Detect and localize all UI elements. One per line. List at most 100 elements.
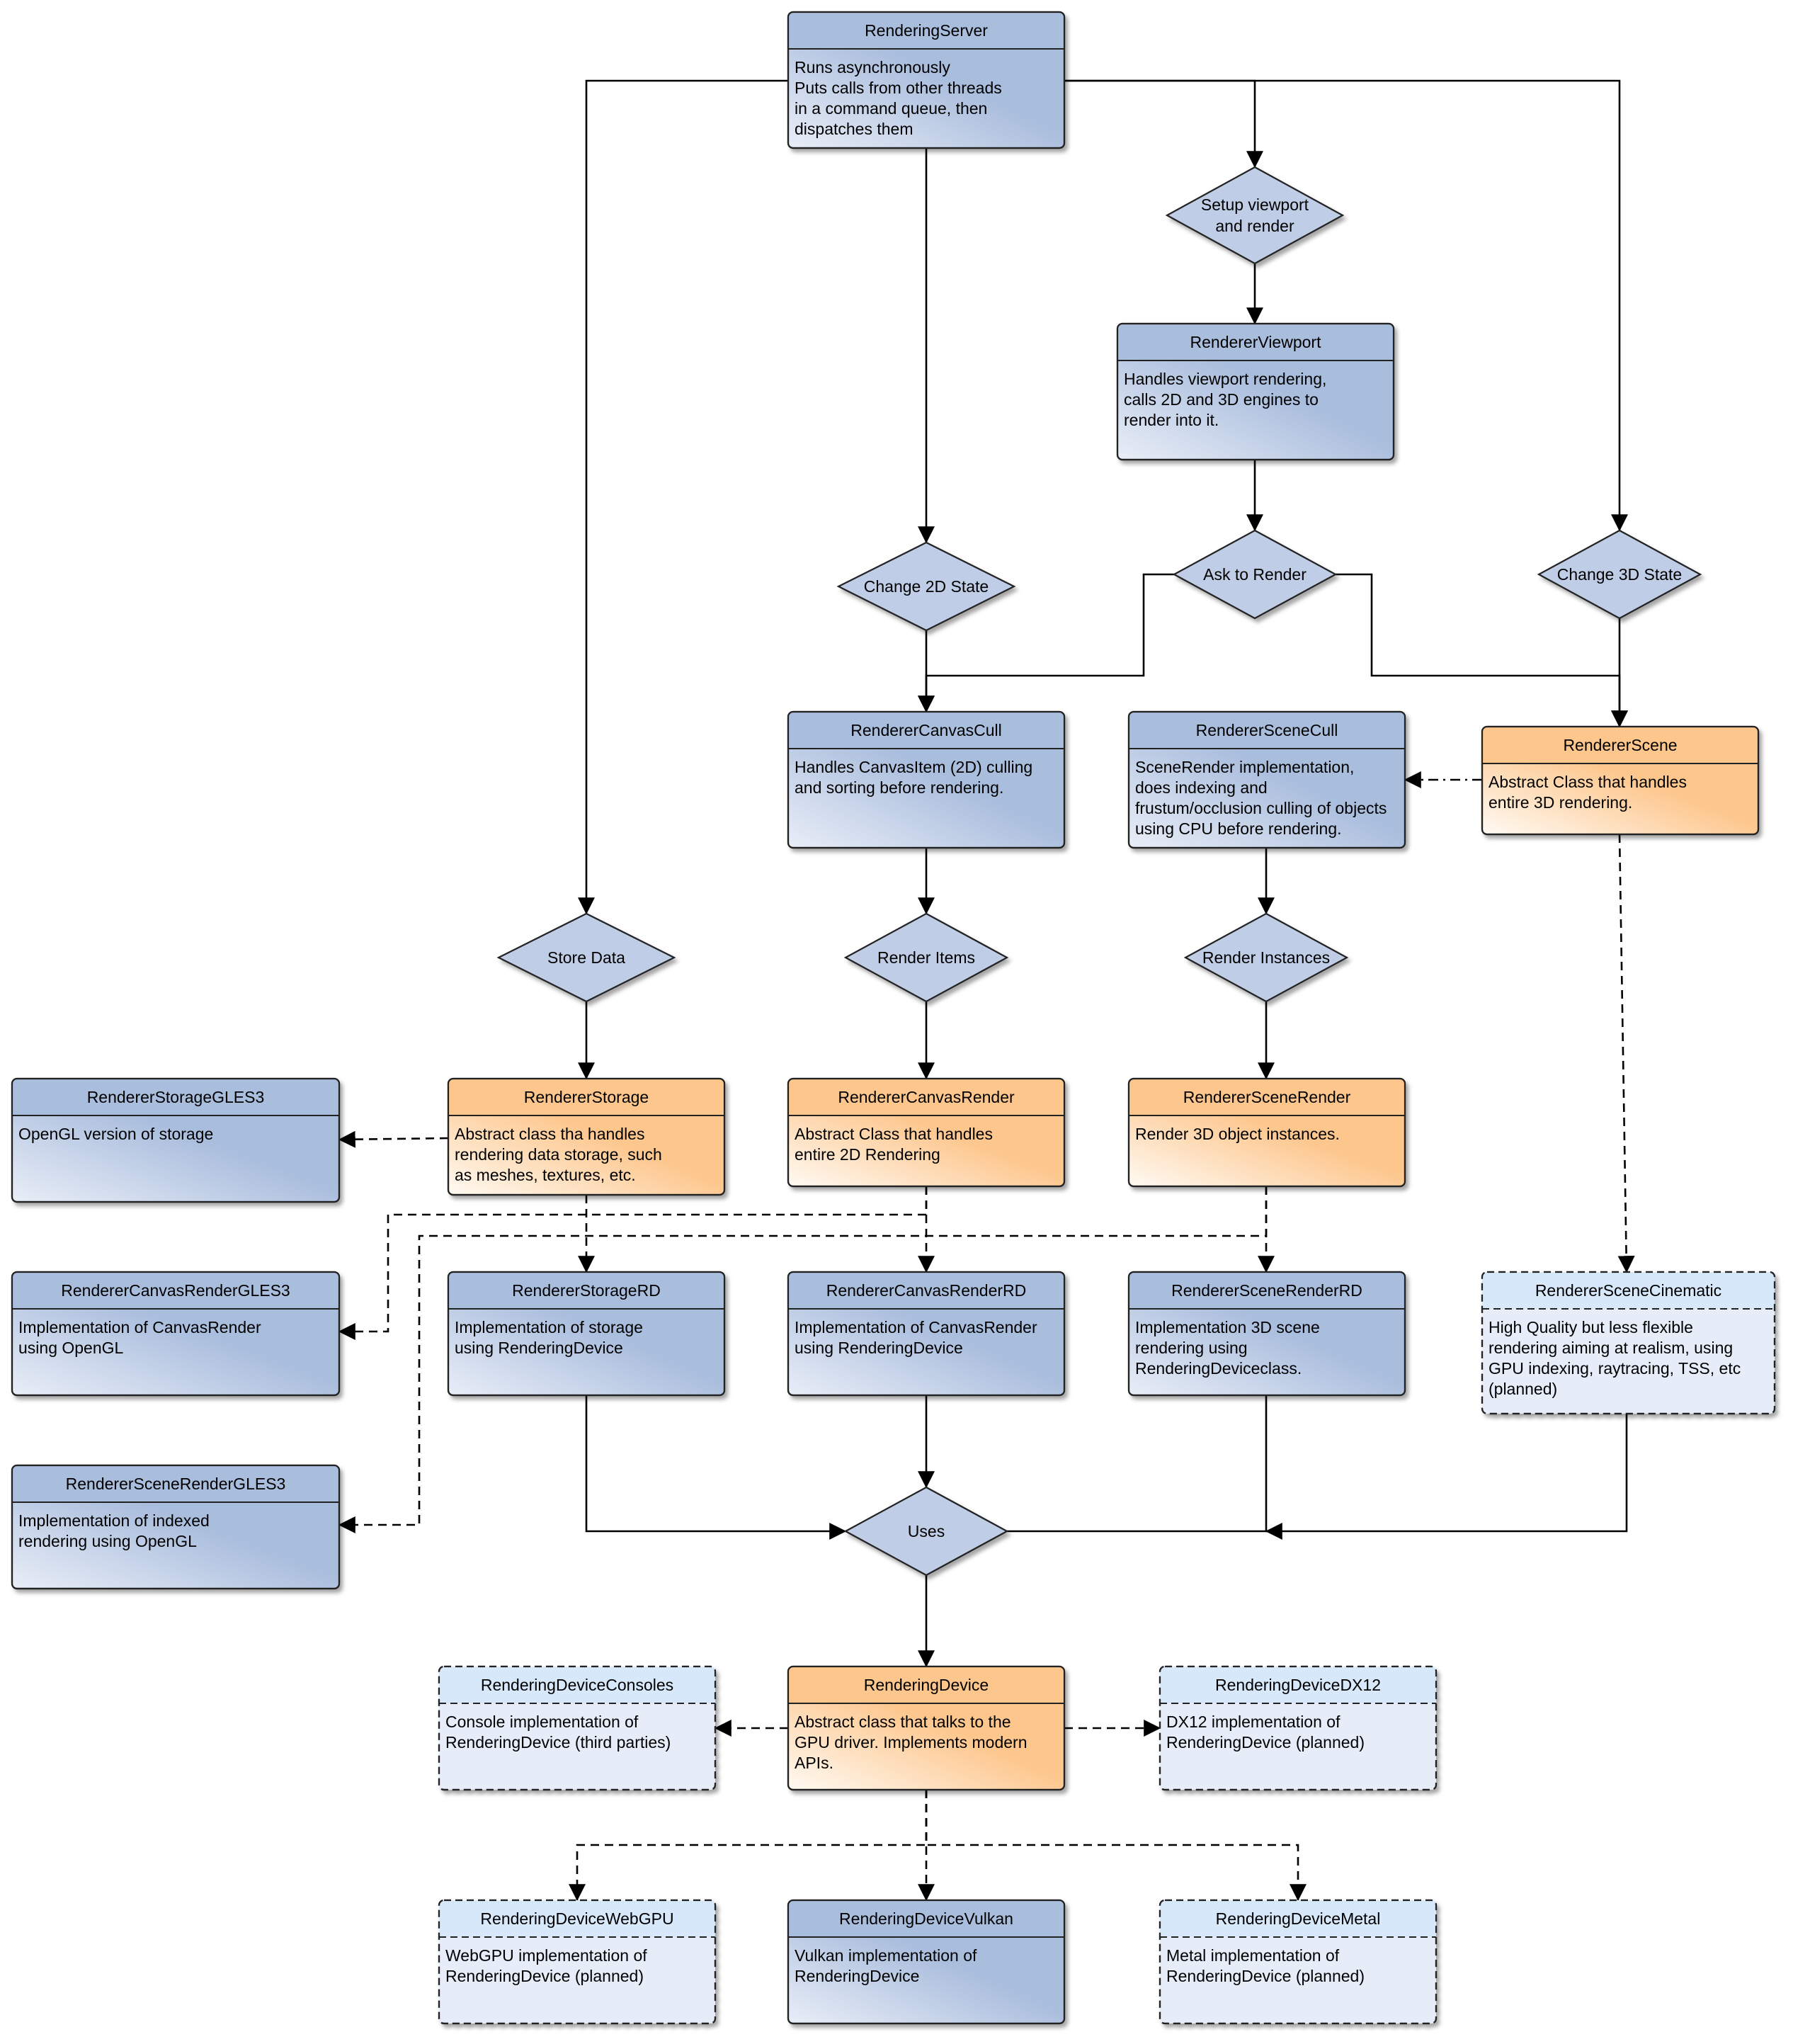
- renderer-scene-cull-desc-line: frustum/occlusion culling of objects: [1135, 799, 1387, 817]
- renderer-scene-render-rd-desc-line: RenderingDeviceclass.: [1135, 1359, 1302, 1378]
- edges: [338, 79, 1635, 1902]
- edge-1: [578, 79, 788, 915]
- rendering-server-title: RenderingServer: [865, 21, 988, 40]
- uses-decision: Uses: [843, 1486, 1009, 1577]
- renderer-storage-gles3-outline: [11, 1077, 341, 1203]
- renderer-canvas-cull-desc-line: Handles CanvasItem (2D) culling: [795, 758, 1032, 776]
- renderer-canvas-render-desc-line: Abstract Class that handles: [795, 1125, 993, 1143]
- edge-17: [338, 1130, 449, 1148]
- setup-viewport-label: Setup viewport: [1201, 195, 1309, 214]
- renderer-storage-header: [448, 1079, 724, 1115]
- rendering-device-webgpu-desc-line: RenderingDevice (planned): [445, 1967, 644, 1985]
- renderer-canvas-render-gles3-box: RendererCanvasRenderGLES3Implementation …: [11, 1271, 341, 1397]
- setup-viewport-label: and render: [1215, 217, 1294, 235]
- renderer-viewport-desc-line: render into it.: [1124, 411, 1219, 429]
- uses-label: Uses: [908, 1522, 945, 1540]
- render-items-decision: Render Items: [843, 912, 1009, 1003]
- rendering-device-metal-header: [1160, 1900, 1436, 1937]
- renderer-scene-render-outline: [1127, 1077, 1406, 1188]
- renderer-canvas-render-rd-desc-line: Implementation of CanvasRender: [795, 1318, 1037, 1336]
- renderer-canvas-render-desc-line: entire 2D Rendering: [795, 1145, 940, 1164]
- edge-24: [585, 1395, 847, 1540]
- renderer-scene-header: [1482, 727, 1758, 763]
- renderer-canvas-render-gles3-header: [12, 1272, 339, 1309]
- rendering-device-metal-desc-line: RenderingDevice (planned): [1166, 1967, 1365, 1985]
- rendering-device-desc-line: APIs.: [795, 1754, 833, 1772]
- renderer-storage-rd-title: RendererStorageRD: [512, 1281, 661, 1300]
- rendering-device-metal-outline: [1159, 1899, 1438, 2025]
- edge-22: [338, 1186, 928, 1340]
- change-3d-state-label: Change 3D State: [1557, 565, 1682, 584]
- rendering-device-vulkan-title: RenderingDeviceVulkan: [839, 1909, 1013, 1928]
- renderer-storage-desc-line: Abstract class tha handles: [455, 1125, 644, 1143]
- rendering-device-outline: [787, 1665, 1066, 1791]
- change-3d-state-decision: Change 3D State: [1537, 529, 1702, 620]
- rendering-device-desc-line: Abstract class that talks to the: [795, 1713, 1011, 1731]
- rendering-device-dx12-title: RenderingDeviceDX12: [1215, 1676, 1381, 1694]
- edge-3: [1064, 79, 1263, 169]
- renderer-viewport-desc-line: Handles viewport rendering,: [1124, 370, 1326, 388]
- rendering-device-consoles-desc-line: Console implementation of: [445, 1713, 639, 1731]
- renderer-scene-cull-header: [1129, 712, 1405, 749]
- renderer-scene-render-gles3-header: [12, 1465, 339, 1502]
- renderer-canvas-render-gles3-desc-line: using OpenGL: [18, 1339, 124, 1357]
- renderer-canvas-render-gles3-desc-line: Implementation of CanvasRender: [18, 1318, 261, 1336]
- renderer-storage-rd-box: RendererStorageRD Implementation of stora…: [447, 1271, 726, 1397]
- renderer-scene-render-rd-desc-line: Implementation 3D scene: [1135, 1318, 1320, 1336]
- renderer-scene-render-gles3-desc-line: Implementation of indexed: [18, 1511, 210, 1530]
- renderer-scene-desc-line: Abstract Class that handles: [1489, 773, 1687, 791]
- renderer-scene-render-gles3-title: RendererSceneRenderGLES3: [66, 1475, 286, 1493]
- edge-27: [1265, 1414, 1628, 1540]
- rendering-device-webgpu-desc-line: WebGPU implementation of: [445, 1946, 647, 1965]
- renderer-canvas-cull-desc-line: and sorting before rendering.: [795, 778, 1003, 797]
- rendering-device-dx12-desc-line: RenderingDevice (planned): [1166, 1733, 1365, 1751]
- render-items-diamond: [843, 912, 1009, 1003]
- renderer-storage-desc-line: rendering data storage, such: [455, 1145, 662, 1164]
- change-2d-state-diamond: [836, 541, 1016, 632]
- renderer-storage-rd-desc-line: using RenderingDevice: [455, 1339, 623, 1357]
- store-data-diamond: [496, 912, 676, 1003]
- renderer-storage-gles3-desc-line: OpenGL version of storage: [18, 1125, 213, 1143]
- edge-23: [338, 1186, 1268, 1533]
- store-data-label: Store Data: [547, 948, 625, 967]
- renderer-storage-gles3-header: [12, 1079, 339, 1115]
- edge-32: [569, 1790, 928, 1902]
- rendering-device-desc-line: GPU driver. Implements modern: [795, 1733, 1028, 1751]
- edge-26: [1007, 1395, 1268, 1533]
- rendering-device-vulkan-outline: [787, 1899, 1066, 2025]
- edge-4: [1064, 79, 1628, 532]
- setup-viewport-decision: Setup viewport and render: [1165, 166, 1345, 265]
- rendering-device-vulkan-header: [788, 1900, 1064, 1937]
- rendering-device-header: [788, 1667, 1064, 1703]
- renderer-scene-cull-desc-line: using CPU before rendering.: [1135, 819, 1342, 838]
- store-data-decision: Store Data: [496, 912, 676, 1003]
- change-2d-state-label: Change 2D State: [864, 577, 989, 596]
- rendering-device-dx12-desc-line: DX12 implementation of: [1166, 1713, 1341, 1731]
- renderer-storage-title: RendererStorage: [524, 1088, 649, 1106]
- renderer-scene-cinematic-header: [1482, 1272, 1775, 1309]
- renderer-scene-outline: [1481, 725, 1760, 836]
- rendering-server-header: [788, 12, 1064, 49]
- renderer-canvas-render-rd-outline: [787, 1271, 1066, 1397]
- rendering-server-outline: [787, 11, 1066, 149]
- rendering-server-desc-line: in a command queue, then: [795, 99, 987, 118]
- renderer-scene-cull-desc-line: does indexing and: [1135, 778, 1268, 797]
- rendering-device-metal-desc-line: Metal implementation of: [1166, 1946, 1340, 1965]
- change-2d-state-decision: Change 2D State: [836, 541, 1016, 632]
- rendering-device-vulkan-desc-line: RenderingDevice: [795, 1967, 919, 1985]
- renderer-viewport-title: RendererViewport: [1190, 333, 1322, 351]
- rendering-device-vulkan-desc-line: Vulkan implementation of: [795, 1946, 977, 1965]
- renderer-canvas-cull-title: RendererCanvasCull: [850, 721, 1002, 739]
- renderer-storage-rd-desc-line: Implementation of storage: [455, 1318, 643, 1336]
- setup-viewport-diamond: [1165, 166, 1345, 265]
